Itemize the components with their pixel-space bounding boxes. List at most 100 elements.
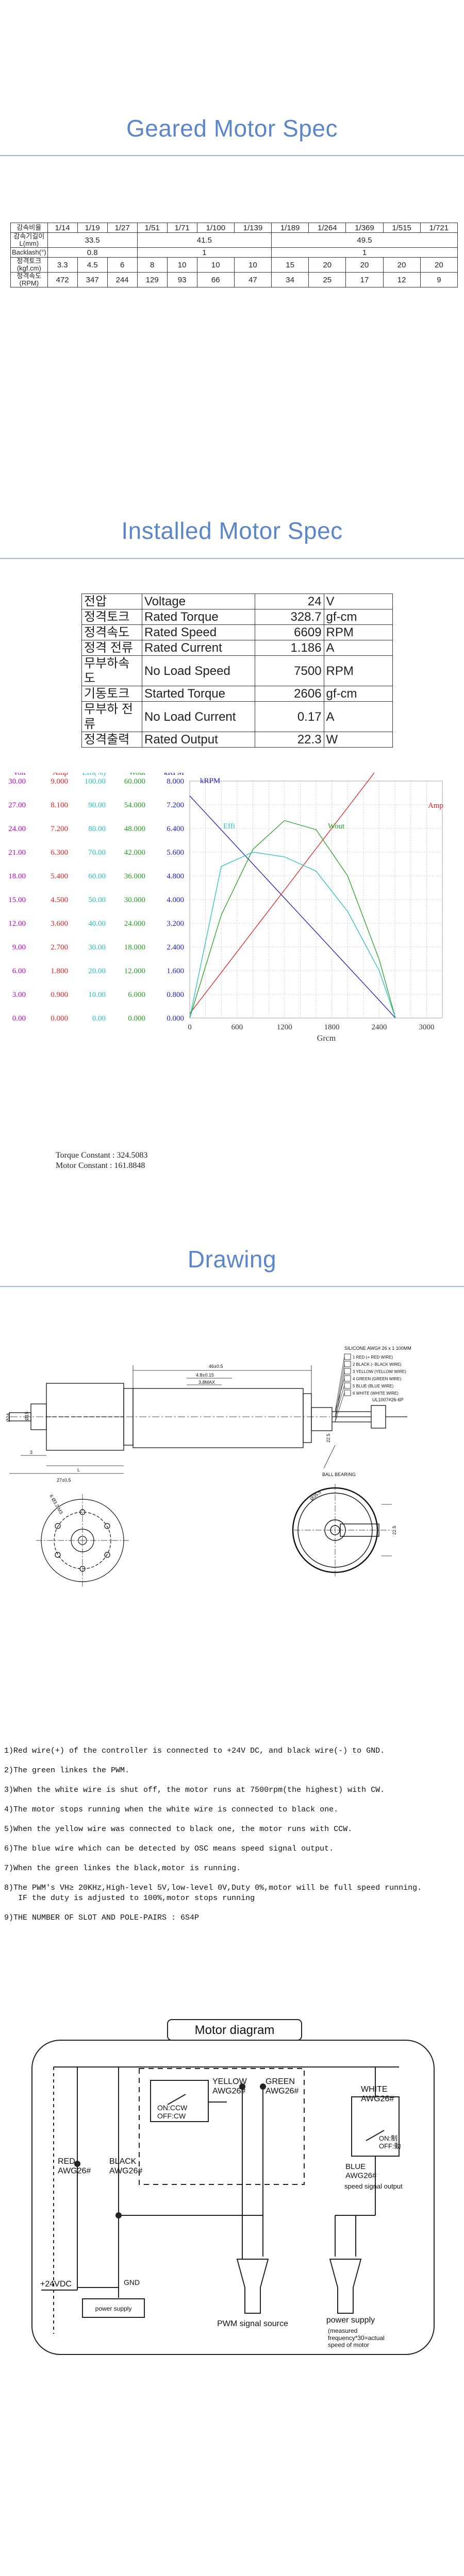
tick-label-effi: 50.00 — [88, 896, 106, 904]
tick-label-wout: 60.000 — [124, 777, 145, 786]
tick-label-effi: 10.00 — [88, 991, 106, 999]
row-header: 감속기길이 L(mm) — [10, 232, 48, 248]
tick-label-amp: 0.900 — [51, 991, 68, 999]
installed-section-title: Installed Motor Spec — [121, 517, 343, 544]
note-line: 5)When the yellow wire was connected to … — [4, 1825, 353, 1834]
installed-kr-cell: 기동토크 — [81, 686, 142, 702]
tick-label-krpm: 2.400 — [167, 943, 184, 952]
motor-end-cap — [303, 1393, 312, 1443]
tick-label-amp: 1.800 — [51, 967, 68, 975]
junction-dot — [260, 2083, 266, 2090]
gear-cell: 12 — [383, 272, 421, 287]
motor-boundary — [139, 2068, 305, 2185]
series-label-krpm: kRPM — [200, 777, 220, 785]
series-wout — [189, 820, 396, 1019]
note-line: 6)The blue wire which can be detected by… — [4, 1844, 334, 1853]
ccw-switch-label: OFF:CW — [157, 2112, 186, 2120]
tick-label-effi: 40.00 — [88, 920, 106, 928]
tick-label-krpm: 4.800 — [167, 872, 184, 880]
tick-label-krpm: 0.800 — [167, 991, 184, 999]
tick-label-volt: 27.00 — [8, 801, 26, 809]
installed-kr-cell: 무부하속도 — [81, 655, 142, 686]
side-view — [9, 1365, 407, 1474]
tick-label-amp: 4.500 — [51, 896, 68, 904]
gear-cell: 1/139 — [234, 223, 272, 233]
gear-cell: 20 — [383, 257, 421, 273]
tick-label-wout: 36.000 — [124, 872, 145, 880]
installed-unit-cell: A — [323, 701, 393, 732]
motor-body — [132, 1388, 304, 1448]
tick-label-amp: 8.100 — [51, 801, 68, 809]
series-krpm — [189, 795, 396, 1019]
gear-cell: 10 — [167, 257, 197, 273]
installed-en-cell: No Load Speed — [142, 655, 255, 686]
dim-label: 27±0.5 — [57, 1478, 71, 1483]
tick-label-volt: 3.00 — [12, 991, 26, 999]
gear-cell: 1/71 — [167, 223, 197, 233]
gearbox-front-view — [36, 1494, 129, 1587]
switch-contact — [167, 2094, 186, 2105]
gear-cell: 93 — [167, 272, 197, 287]
row-header: 감속비율 — [10, 223, 48, 233]
tick-label-volt: 24.00 — [8, 825, 26, 833]
length-cell: 33.5 — [47, 232, 138, 248]
performance-chart: Volt30.0027.0024.0021.0018.0015.0012.009… — [8, 773, 443, 1043]
dim-label: Ø35.5 — [309, 1489, 322, 1501]
power-supply-label-2: power supply — [326, 2316, 375, 2325]
gear-length-row: 감속기길이 L(mm) 33.5 41.5 49.5 — [10, 232, 458, 248]
vdc-label: +24VDC — [40, 2280, 72, 2289]
tick-label-effi: 30.00 — [88, 943, 106, 952]
installed-kr-cell: 무부하 전류 — [81, 701, 142, 732]
wire-label: 5 BLUE (BLUE WIRE) — [353, 1384, 393, 1388]
installed-val-cell: 22.3 — [255, 732, 324, 748]
gear-shaft — [78, 1536, 87, 1545]
tick-label-krpm: 8.000 — [167, 777, 184, 786]
tick-label-wout: 42.000 — [124, 849, 145, 857]
gear-cell: 347 — [77, 272, 108, 287]
gear-cell: 20 — [308, 257, 346, 273]
green-wire-label: AWG26# — [266, 2087, 299, 2095]
tick-label-wout: 48.000 — [124, 825, 145, 833]
wire-index-box — [344, 1361, 351, 1367]
tick-label-effi: 100.00 — [85, 777, 106, 786]
gear-cell: 10 — [196, 257, 235, 273]
tick-label-effi: 70.00 — [88, 849, 106, 857]
tick-label-krpm: 5.600 — [167, 849, 184, 857]
dim-label: 46±0.5 — [209, 1364, 223, 1369]
leader-line — [323, 1445, 336, 1469]
white-switch-label: ON:制 — [379, 2134, 397, 2142]
gear-cell: 15 — [271, 257, 309, 273]
note-line: 1)Red wire(+) of the controller is conne… — [4, 1747, 385, 1755]
tick-label-effi: 20.00 — [88, 967, 106, 975]
wire-index-box — [344, 1375, 351, 1382]
gear-cell: 244 — [107, 272, 138, 287]
diagram-labels: Motor diagramON:CCWOFF:CWYELLOWAWG26#GRE… — [40, 2023, 403, 2349]
tick-label-effi: 60.00 — [88, 872, 106, 880]
bearing-label: BALL BEARING — [322, 1472, 356, 1477]
gear-cell: 1/51 — [137, 223, 168, 233]
backlash-cell: 1 — [137, 247, 272, 258]
motor-rear-view — [292, 1484, 392, 1577]
installed-unit-cell: RPM — [323, 655, 393, 686]
geared-divider — [0, 155, 464, 156]
dim-label: 4.8±0.15 — [196, 1372, 214, 1378]
gear-cell: 66 — [196, 272, 235, 287]
length-cell: 41.5 — [137, 232, 272, 248]
gear-cell: 4.5 — [77, 257, 108, 273]
dim-label: 3.8MAX — [198, 1380, 215, 1385]
installed-en-cell: Voltage — [142, 594, 255, 609]
gear-cell: 47 — [234, 272, 272, 287]
white-wire-label: AWG26# — [361, 2094, 394, 2103]
wire-label: 4 GREEN (GREEN WIRE) — [353, 1377, 402, 1381]
installed-val-cell: 7500 — [255, 655, 324, 686]
installed-kr-cell: 정격속도 — [81, 624, 142, 640]
installed-en-cell: Rated Torque — [142, 609, 255, 625]
gear-cell: 1/14 — [47, 223, 78, 233]
gear-cell: 1/19 — [77, 223, 108, 233]
